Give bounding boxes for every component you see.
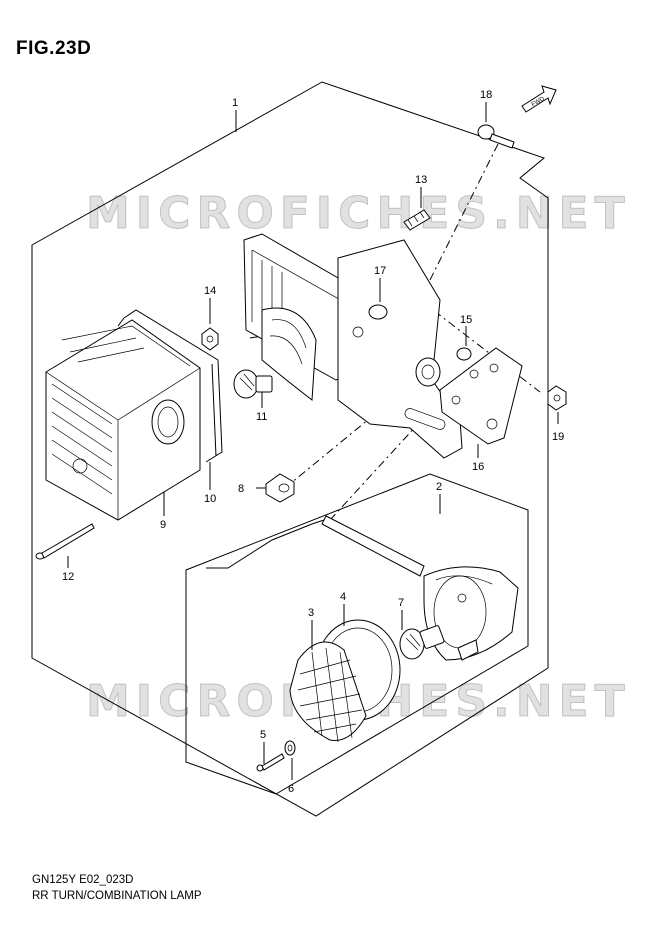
callout-18: 18 <box>480 89 492 101</box>
leader-lines <box>67 102 559 780</box>
callout-9: 9 <box>160 519 166 531</box>
callout-11: 11 <box>256 411 267 423</box>
tail-bulb <box>233 369 273 399</box>
cushion-15 <box>456 347 472 361</box>
nut-14 <box>201 327 219 351</box>
diagram-code: GN125Y E02_023D <box>32 874 134 886</box>
assembly-frame <box>31 81 549 817</box>
callout-5: 5 <box>260 729 266 741</box>
bolt-13 <box>403 209 431 231</box>
nut-19 <box>547 385 567 411</box>
lamp-base-bracket <box>243 233 355 401</box>
callout-6: 6 <box>288 783 294 795</box>
callout-14: 14 <box>204 285 216 297</box>
bolt-18 <box>477 124 515 149</box>
watermark-top: MICROFICHES.NET <box>86 188 631 240</box>
plate-bracket <box>439 347 523 445</box>
turn-signal-assembly <box>206 515 519 661</box>
callout-3: 3 <box>308 607 314 619</box>
signal-bulb <box>399 625 445 660</box>
figure-title: FIG.23D <box>16 38 92 59</box>
callout-7: 7 <box>398 597 404 609</box>
mounting-plate <box>337 239 463 459</box>
callout-4: 4 <box>340 591 346 603</box>
cushion-8 <box>265 473 295 503</box>
washer-6 <box>284 740 296 756</box>
callout-12: 12 <box>62 571 74 583</box>
callout-15: 15 <box>460 314 472 326</box>
combination-lamp-housing <box>45 319 201 521</box>
callout-10: 10 <box>204 493 216 505</box>
callout-8: 8 <box>238 483 244 495</box>
screw-12 <box>35 523 95 560</box>
callout-2: 2 <box>436 481 442 493</box>
callout-16: 16 <box>472 461 484 473</box>
callout-17: 17 <box>374 265 386 277</box>
alignment-lines <box>249 143 541 521</box>
screw-5 <box>256 753 285 772</box>
callout-13: 13 <box>415 174 427 186</box>
lamp-gasket <box>117 309 223 463</box>
callout-19: 19 <box>552 431 564 443</box>
fwd-arrow-icon: FWD <box>521 85 557 113</box>
diagram-name: RR TURN/COMBINATION LAMP <box>32 890 202 902</box>
turn-signal-subframe <box>185 473 529 795</box>
callout-1: 1 <box>232 97 238 109</box>
signal-lens <box>289 641 367 743</box>
